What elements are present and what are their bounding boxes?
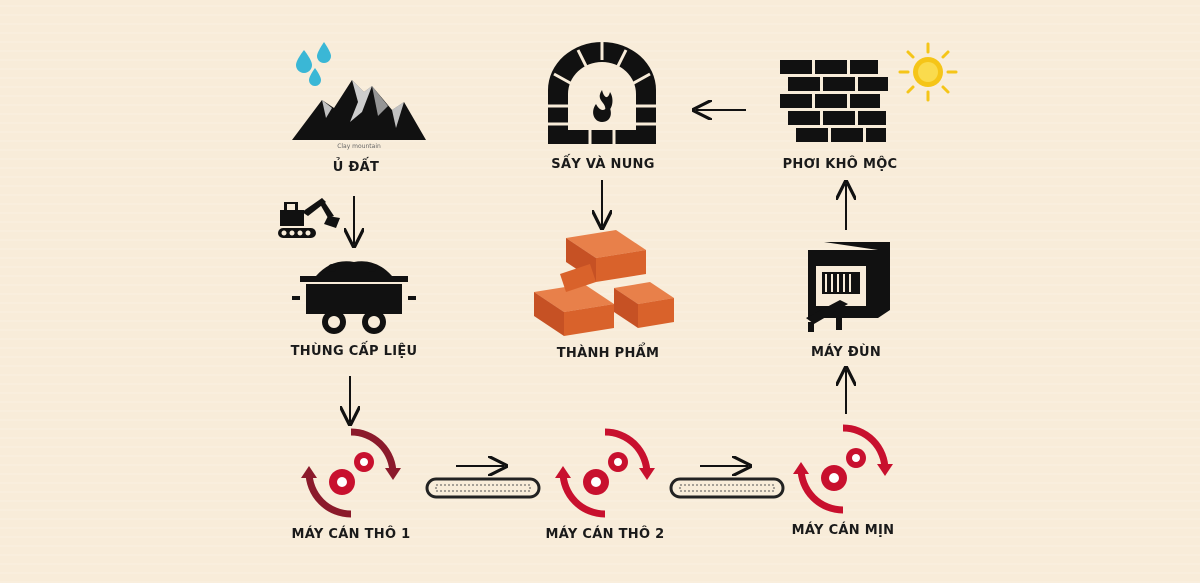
label-say-va-nung: SẤY VÀ NUNG [551, 157, 655, 172]
gear-cycle-icon [555, 428, 655, 518]
mountain-icon [292, 80, 426, 140]
label-thung-cap-lieu: THÙNG CẤP LIỆU [290, 344, 418, 359]
sun-icon [898, 42, 958, 102]
gear-cycle-icon [793, 424, 893, 514]
mountain-caption: Clay mountain [337, 143, 381, 150]
mine-cart-icon [292, 261, 416, 334]
gear-cycle-icon [301, 428, 401, 518]
label-u-dat: Ủ ĐẤT [332, 160, 380, 175]
label-may-dun: MÁY ĐÙN [810, 345, 882, 360]
water-drops-icon [296, 42, 331, 86]
label-may-can-tho-1: MÁY CÁN THÔ 1 [291, 527, 411, 542]
conveyor-icon [669, 477, 785, 499]
label-may-can-min: MÁY CÁN MỊN [791, 523, 895, 538]
brick-wall-icon [780, 60, 888, 142]
label-may-can-tho-2: MÁY CÁN THÔ 2 [545, 527, 665, 542]
conveyor-icon [425, 477, 541, 499]
bricks-icon [534, 230, 674, 336]
label-phoi-kho-moc: PHƠI KHÔ MỘC [782, 157, 898, 172]
excavator-icon [278, 198, 340, 238]
extruder-icon [806, 242, 890, 332]
label-thanh-pham: THÀNH PHẨM [556, 346, 660, 361]
kiln-icon [548, 42, 656, 144]
